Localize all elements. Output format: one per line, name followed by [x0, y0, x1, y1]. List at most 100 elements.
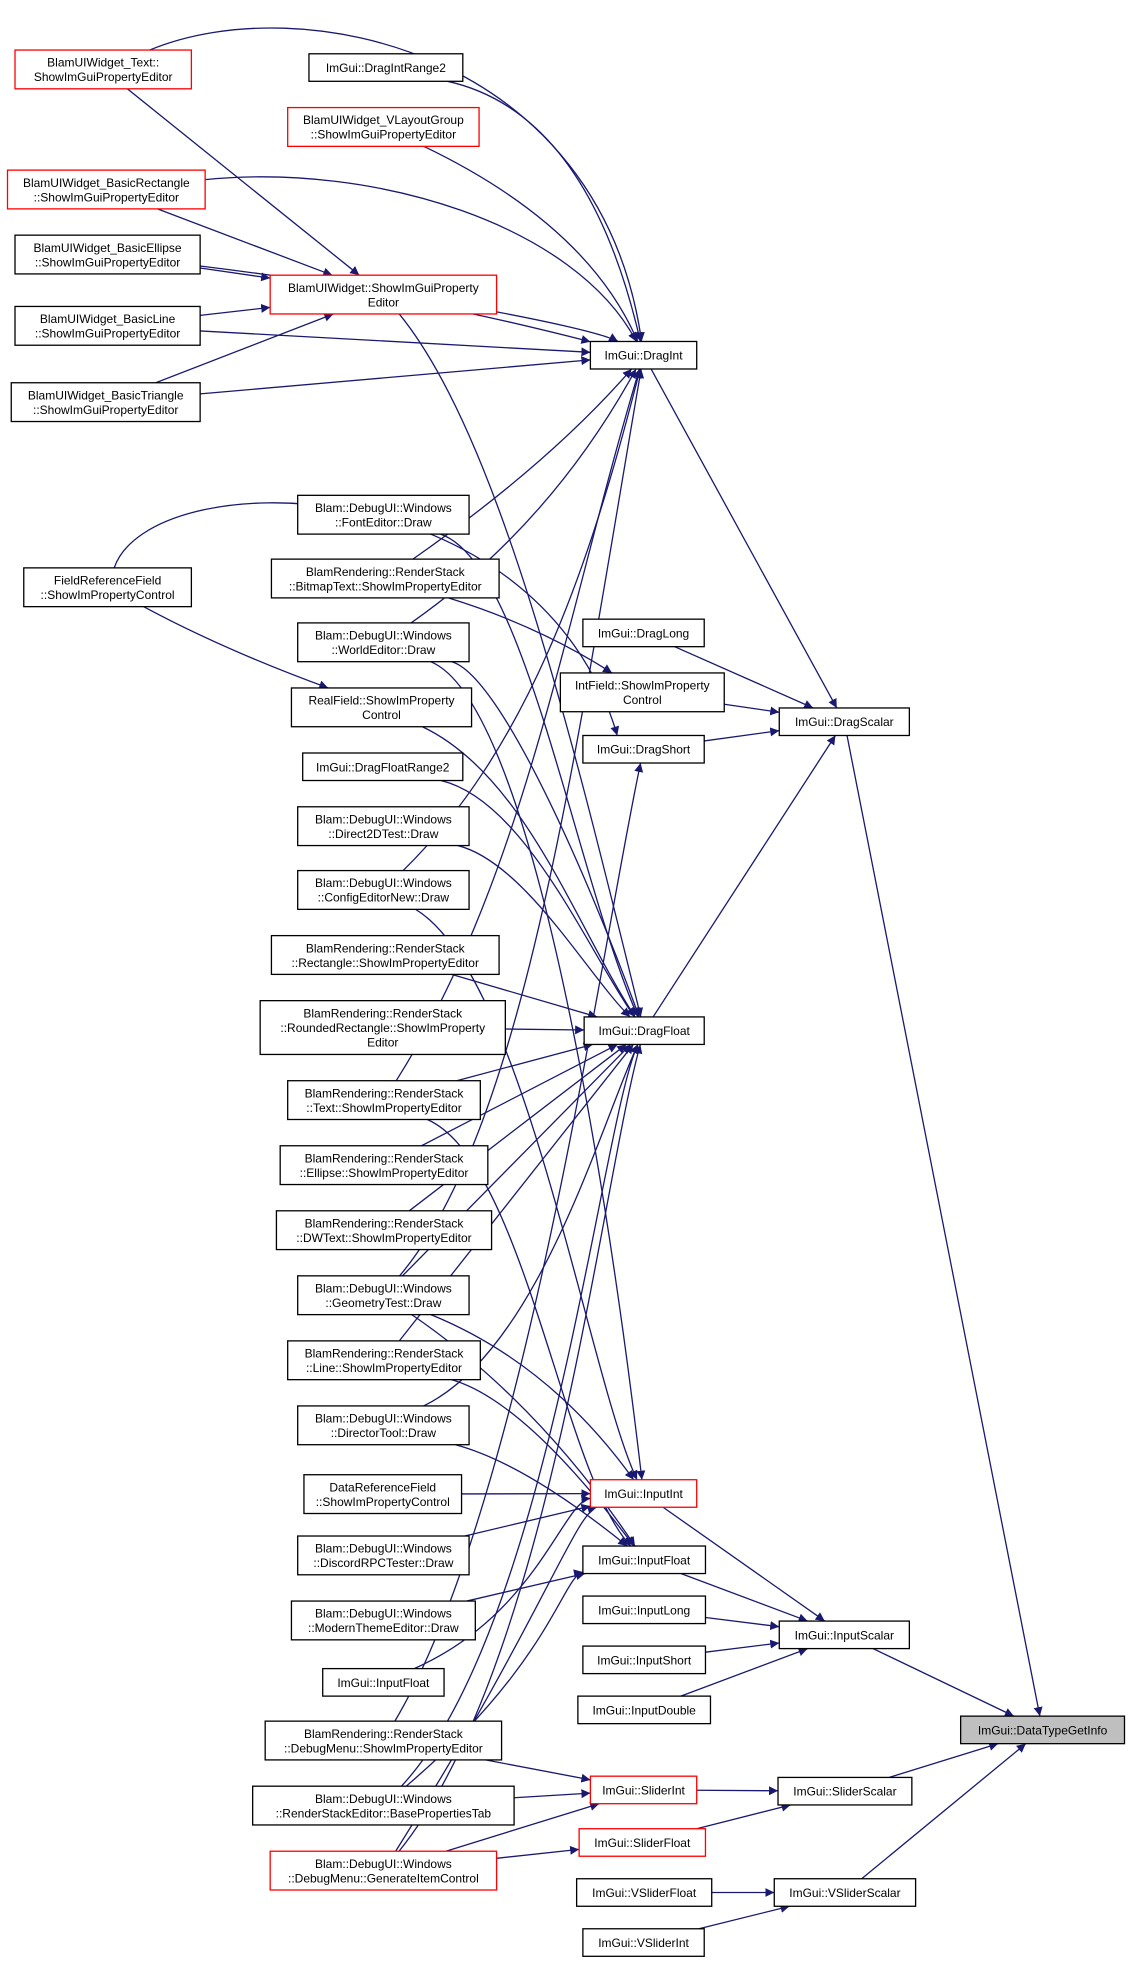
- edge-n12-to-n16: [143, 606, 329, 690]
- node-label: ImGui::VSliderScalar: [789, 1886, 900, 1900]
- node-label: Blam::DebugUI::Windows: [315, 1542, 452, 1556]
- edge-n33-to-n32: [464, 1503, 591, 1537]
- graph-node[interactable]: FieldReferenceField::ShowImPropertyContr…: [23, 567, 193, 608]
- graph-node[interactable]: ImGui::DragScalar: [778, 707, 911, 737]
- node-box: [577, 1695, 712, 1725]
- graph-node[interactable]: BlamUIWidget::ShowImGuiPropertyEditor: [269, 274, 498, 315]
- node-label: Blam::DebugUI::Windows: [315, 1857, 452, 1871]
- graph-node[interactable]: Blam::DebugUI::Windows::GeometryTest::Dr…: [297, 1275, 470, 1316]
- node-label: Editor: [367, 1036, 398, 1050]
- graph-node[interactable]: Blam::DebugUI::Windows::DebugMenu::Gener…: [269, 1850, 498, 1891]
- graph-node[interactable]: BlamUIWidget_BasicLine::ShowImGuiPropert…: [14, 305, 201, 346]
- node-box: [297, 1405, 470, 1446]
- graph-node[interactable]: ImGui::InputDouble: [577, 1695, 712, 1725]
- graph-node[interactable]: BlamRendering::RenderStack::BitmapText::…: [270, 558, 500, 599]
- graph-node[interactable]: ImGui::InputFloat: [322, 1667, 445, 1697]
- node-label: ImGui::InputScalar: [795, 1628, 894, 1642]
- graph-node[interactable]: BlamRendering::RenderStack::DebugMenu::S…: [264, 1720, 503, 1761]
- graph-node[interactable]: Blam::DebugUI::Windows::RenderStackEdito…: [252, 1785, 515, 1826]
- node-label: ::Text::ShowImPropertyEditor: [306, 1101, 461, 1115]
- node-label: ::DebugMenu::ShowImPropertyEditor: [284, 1741, 483, 1755]
- graph-node[interactable]: BlamRendering::RenderStack::Line::ShowIm…: [287, 1340, 481, 1381]
- graph-node[interactable]: Blam::DebugUI::Windows::DirectorTool::Dr…: [297, 1405, 470, 1446]
- node-box: [270, 558, 500, 599]
- node-label: ::DebugMenu::GenerateItemControl: [288, 1871, 479, 1885]
- graph-node[interactable]: RealField::ShowImPropertyControl: [290, 687, 473, 728]
- node-label: ::ShowImPropertyControl: [41, 588, 175, 602]
- node-box: [578, 1828, 707, 1857]
- edge-n35-to-n34: [466, 1571, 586, 1602]
- graph-node[interactable]: BlamUIWidget_VLayoutGroup::ShowImGuiProp…: [287, 106, 480, 147]
- graph-node[interactable]: BlamRendering::RenderStack::Text::ShowIm…: [287, 1080, 481, 1121]
- graph-node[interactable]: IntField::ShowImPropertyControl: [559, 672, 725, 713]
- node-label: ImGui::DataTypeGetInfo: [978, 1723, 1108, 1737]
- node-box: [583, 1016, 705, 1046]
- graph-node[interactable]: Blam::DebugUI::Windows::ConfigEditorNew:…: [297, 869, 470, 911]
- graph-node[interactable]: ImGui::InputInt: [589, 1479, 698, 1508]
- graph-node[interactable]: BlamUIWidget_Text::ShowImGuiPropertyEdit…: [14, 49, 193, 90]
- graph-node[interactable]: ImGui::VSliderFloat: [575, 1878, 713, 1907]
- edge-n43-to-n24: [400, 1044, 639, 1787]
- graph-node[interactable]: BlamUIWidget_BasicRectangle::ShowImGuiPr…: [6, 169, 206, 210]
- graph-node[interactable]: Blam::DebugUI::Windows::ModernThemeEdito…: [290, 1600, 476, 1641]
- graph-node[interactable]: ImGui::DragInt: [589, 340, 698, 370]
- graph-node[interactable]: ImGui::DragIntRange2: [308, 53, 464, 82]
- node-box: [589, 1775, 698, 1805]
- node-label: Blam::DebugUI::Windows: [315, 501, 452, 515]
- graph-node[interactable]: BlamRendering::RenderStack::Rectangle::S…: [270, 934, 500, 976]
- edge-n24-to-n17: [652, 735, 836, 1018]
- node-box: [582, 618, 705, 648]
- graph-node[interactable]: ImGui::InputShort: [582, 1645, 707, 1675]
- edge-n47-to-n32: [395, 1505, 597, 1852]
- node-layer: BlamUIWidget_Text::ShowImGuiPropertyEdit…: [6, 49, 1126, 1957]
- edge-n43-to-n44: [514, 1789, 591, 1799]
- edge-n42-to-n44: [485, 1759, 591, 1783]
- graph-node[interactable]: Blam::DebugUI::Windows::Direct2DTest::Dr…: [297, 806, 470, 847]
- graph-node[interactable]: ImGui::SliderInt: [589, 1775, 698, 1805]
- graph-node[interactable]: ImGui::SliderFloat: [578, 1828, 707, 1857]
- graph-node[interactable]: ImGui::DragLong: [582, 618, 705, 648]
- graph-node[interactable]: BlamRendering::RenderStack::Ellipse::Sho…: [279, 1145, 489, 1186]
- node-label: ImGui::VSliderFloat: [592, 1886, 697, 1900]
- node-label: ::ShowImGuiPropertyEditor: [35, 255, 180, 269]
- node-box: [308, 53, 464, 82]
- graph-node[interactable]: ImGui::InputScalar: [778, 1620, 911, 1650]
- node-box: [14, 49, 193, 90]
- edge-n29-to-n34: [451, 1379, 635, 1547]
- node-label: ::Direct2DTest::Draw: [328, 827, 438, 841]
- edge-n22-to-n24: [451, 973, 598, 1019]
- graph-node[interactable]: DataReferenceField::ShowImPropertyContro…: [303, 1474, 463, 1515]
- graph-node[interactable]: ImGui::DragShort: [582, 734, 705, 764]
- graph-node[interactable]: ImGui::SliderScalar: [777, 1776, 913, 1806]
- edge-n30-to-n34: [455, 1444, 628, 1547]
- node-box: [290, 1600, 476, 1641]
- graph-node[interactable]: BlamRendering::RenderStack::DWText::Show…: [275, 1210, 493, 1251]
- node-box: [269, 1850, 498, 1891]
- graph-node[interactable]: ImGui::InputLong: [582, 1595, 707, 1625]
- node-box: [575, 1878, 713, 1907]
- graph-node[interactable]: ImGui::DragFloatRange2: [302, 752, 464, 782]
- graph-node[interactable]: ImGui::VSliderScalar: [773, 1878, 917, 1907]
- node-label: ImGui::InputLong: [598, 1603, 690, 1617]
- node-label: ::ShowImGuiPropertyEditor: [34, 190, 179, 204]
- graph-node[interactable]: Blam::DebugUI::Windows::WorldEditor::Dra…: [297, 622, 470, 663]
- graph-node[interactable]: ImGui::DragFloat: [583, 1016, 705, 1046]
- edge-n4-to-n8: [205, 176, 637, 342]
- node-label: Blam::DebugUI::Windows: [315, 1281, 452, 1295]
- node-label: DataReferenceField: [329, 1480, 436, 1494]
- node-label: ::ModernThemeEditor::Draw: [308, 1621, 459, 1635]
- graph-node[interactable]: Blam::DebugUI::Windows::DiscordRPCTester…: [297, 1535, 470, 1576]
- graph-node[interactable]: BlamUIWidget_BasicTriangle::ShowImGuiPro…: [10, 382, 201, 423]
- node-box: [589, 340, 698, 370]
- graph-node[interactable]: Blam::DebugUI::Windows::FontEditor::Draw: [297, 494, 470, 535]
- graph-node[interactable]: ImGui::InputFloat: [582, 1545, 707, 1575]
- graph-node[interactable]: BlamUIWidget_BasicEllipse::ShowImGuiProp…: [14, 234, 201, 275]
- graph-node[interactable]: BlamRendering::RenderStack::RoundedRecta…: [259, 1000, 506, 1056]
- node-box: [778, 1620, 911, 1650]
- graph-node[interactable]: ImGui::VSliderInt: [582, 1928, 705, 1957]
- node-box: [303, 1474, 463, 1515]
- node-label: ImGui::DragIntRange2: [326, 61, 446, 75]
- node-label: ::RoundedRectangle::ShowImProperty: [280, 1021, 485, 1035]
- graph-node[interactable]: ImGui::DataTypeGetInfo: [959, 1715, 1126, 1745]
- node-label: BlamRendering::RenderStack: [303, 1007, 463, 1021]
